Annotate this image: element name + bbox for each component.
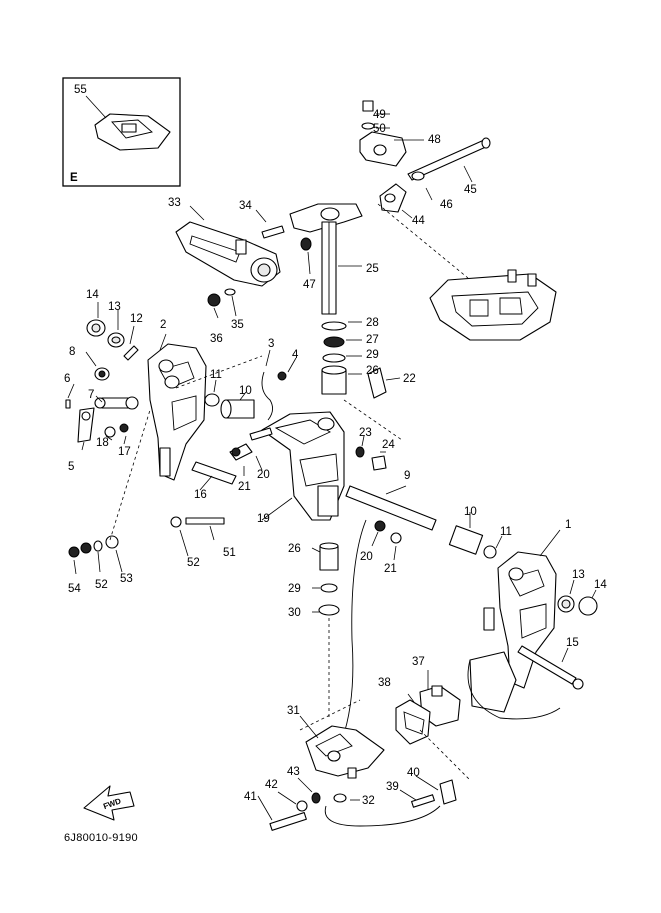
part-label: 7: [88, 389, 94, 401]
part-label: 17: [118, 446, 131, 458]
part-label: 28: [366, 317, 379, 329]
part-label: 16: [194, 489, 207, 501]
part-label: 38: [378, 677, 391, 689]
bottom-cowl: [429, 269, 557, 341]
upper-mount-group: [359, 100, 491, 279]
part-label: 54: [68, 583, 81, 595]
part-label: 20: [360, 551, 373, 563]
right-clamp-bracket: [483, 529, 598, 690]
part-label: 52: [187, 557, 200, 569]
part-label: 26: [288, 543, 301, 555]
part-label: 51: [223, 547, 236, 559]
part-number-labels: 49 50 48 45 46 44 33 34 25 47 14 13 12 2…: [64, 109, 607, 807]
part-label: 50: [373, 123, 386, 135]
inset-label: E: [70, 172, 78, 184]
bottom-parts: [257, 651, 561, 831]
part-label: 27: [366, 334, 379, 346]
part-label: 2: [160, 319, 166, 331]
part-label: 35: [231, 319, 244, 331]
part-label: 21: [384, 563, 397, 575]
inset-box: 55 E: [62, 77, 181, 187]
steering-shaft: [321, 221, 401, 399]
part-label: 14: [594, 579, 607, 591]
part-label: 31: [287, 705, 300, 717]
thru-tube: [345, 485, 503, 559]
part-label: 30: [288, 607, 301, 619]
part-label: 52: [95, 579, 108, 591]
part-label: 14: [86, 289, 99, 301]
part-label: 47: [303, 279, 316, 291]
part-label: 43: [287, 766, 300, 778]
part-label: 5: [68, 461, 74, 473]
fwd-arrow: FWD: [83, 785, 135, 821]
part-label: 25: [366, 263, 379, 275]
part-label: 15: [566, 637, 579, 649]
part-label: 29: [288, 583, 301, 595]
part-label: 40: [407, 767, 420, 779]
part-label: 53: [120, 573, 133, 585]
part-label: 48: [428, 134, 441, 146]
part-label: 13: [108, 301, 121, 313]
part-label: 18: [96, 437, 109, 449]
part-label: 21: [238, 481, 251, 493]
part-label: 11: [210, 369, 222, 381]
part-label: 3: [268, 338, 274, 350]
part-label: 11: [500, 526, 512, 538]
inset-part-number: 55: [74, 84, 87, 96]
part-label: 26: [366, 365, 379, 377]
steering-handle-group: [175, 203, 363, 319]
part-label: 44: [412, 215, 425, 227]
part-label: 6: [64, 373, 70, 385]
part-label: 19: [257, 513, 270, 525]
part-label: 39: [386, 781, 399, 793]
part-label: 10: [239, 385, 252, 397]
part-label: 41: [244, 791, 257, 803]
part-label: 10: [464, 506, 477, 518]
part-label: 24: [382, 439, 395, 451]
part-label: 29: [366, 349, 379, 361]
part-label: 49: [373, 109, 386, 121]
part-label: 37: [412, 656, 425, 668]
part-label: 46: [440, 199, 453, 211]
lower-swivel-parts: [311, 519, 402, 741]
part-label: 9: [404, 470, 410, 482]
part-label: 23: [359, 427, 372, 439]
part-label: 32: [362, 795, 375, 807]
part-label: 13: [572, 569, 585, 581]
part-label: 34: [239, 200, 252, 212]
part-label: 4: [292, 349, 299, 361]
part-label: 45: [464, 184, 477, 196]
part-label: 8: [69, 346, 75, 358]
diagram-code: 6J80010-9190: [64, 832, 138, 844]
part-label: 33: [168, 197, 181, 209]
left-clamp-bracket: [65, 302, 297, 575]
part-label: 12: [130, 313, 143, 325]
part-label: 36: [210, 333, 223, 345]
part-label: 1: [565, 519, 571, 531]
part-label: 20: [257, 469, 270, 481]
part-label: 42: [265, 779, 278, 791]
part-label: 22: [403, 373, 416, 385]
swivel-bracket: [229, 399, 403, 521]
